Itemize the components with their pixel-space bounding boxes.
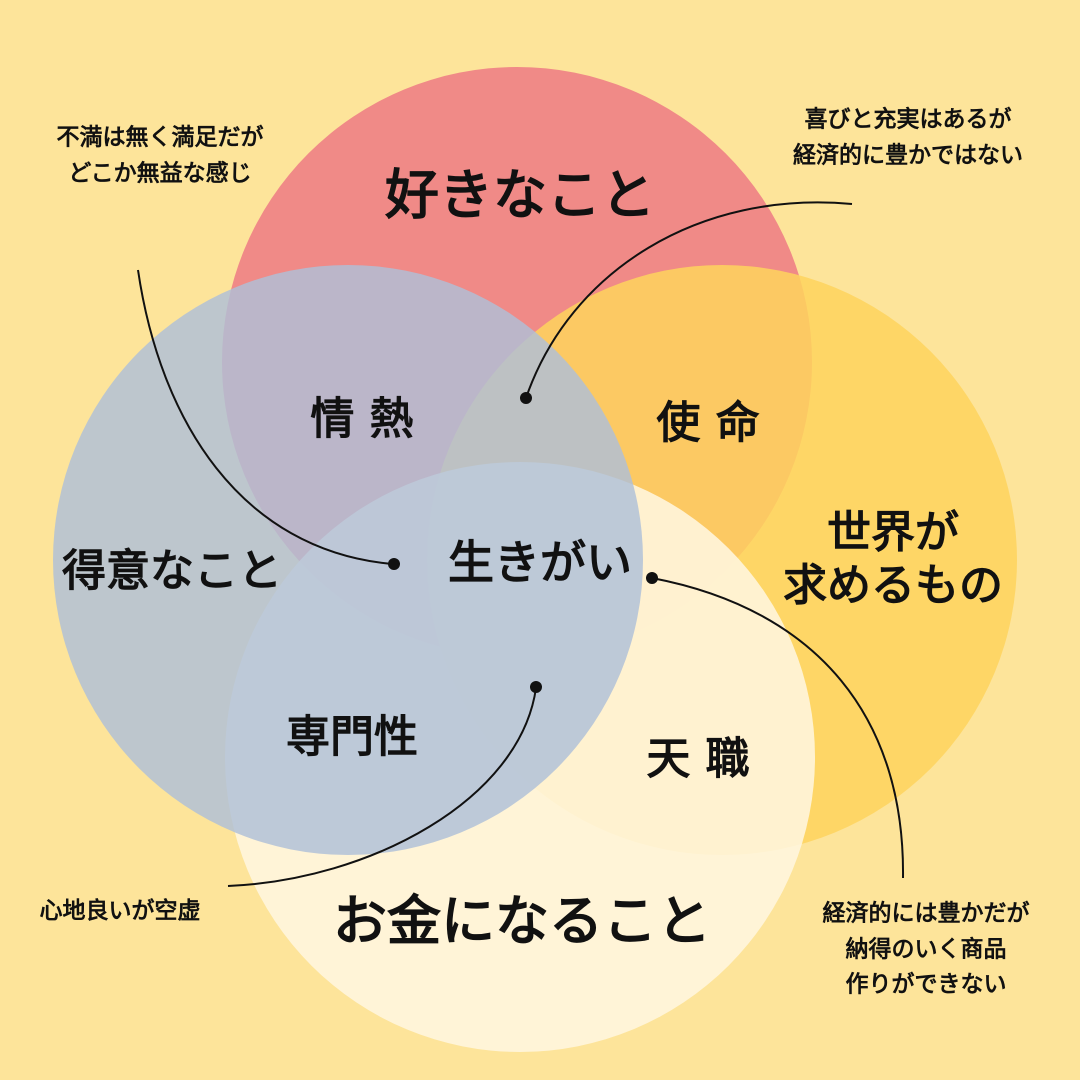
- annotation-skill-money: 心地良いが空虚: [40, 894, 201, 930]
- leader-dot-love-need: [520, 392, 532, 404]
- circle-skill: [53, 265, 643, 855]
- annotation-need-money: 経済的には豊かだが 納得のいく商品 作りができない: [823, 897, 1030, 1004]
- label-profession: 専門性: [286, 711, 418, 763]
- label-passion: 情 熱: [310, 393, 414, 445]
- annotation-need-money-line-1: 経済的には豊かだが: [822, 900, 1030, 927]
- label-need: 世界が 求めるもの: [783, 507, 1003, 613]
- label-need-line-2: 求めるもの: [783, 560, 1003, 611]
- label-ikigai: 生きがい: [448, 535, 632, 590]
- annotation-love-skill: 不満は無く満足だが どこか無益な感じ: [57, 120, 264, 191]
- label-vocation: 天 職: [646, 733, 750, 785]
- label-skill: 得意なこと: [62, 545, 282, 597]
- label-money: お金になること: [333, 889, 711, 953]
- label-love: 好きなこと: [385, 163, 655, 227]
- label-mission: 使 命: [656, 397, 760, 449]
- annotation-love-skill-line-2: どこか無益な感じ: [68, 160, 252, 186]
- leader-dot-love-skill: [388, 558, 400, 570]
- leader-line-need-money: [651, 577, 905, 879]
- annotation-need-money-line-3: 作りができない: [845, 971, 1007, 998]
- annotation-need-money-line-2: 納得のいく商品: [845, 936, 1007, 963]
- annotation-love-need: 喜びと充実はあるが 経済的に豊かではない: [793, 102, 1023, 173]
- annotation-love-skill-line-1: 不満は無く満足だが: [56, 124, 264, 151]
- leader-dot-need-money: [646, 572, 658, 584]
- annotation-skill-money-line-1: 心地良いが空虚: [39, 898, 201, 925]
- annotation-love-need-line-2: 経済的に豊かではない: [793, 142, 1023, 168]
- leader-line-skill-money: [227, 687, 537, 887]
- leader-line-love-need: [525, 201, 853, 399]
- leader-dot-skill-money: [530, 681, 542, 693]
- annotation-love-need-line-1: 喜びと充実はあるが: [804, 106, 1012, 133]
- leader-line-love-skill: [137, 269, 393, 565]
- label-need-line-1: 世界が: [827, 507, 959, 559]
